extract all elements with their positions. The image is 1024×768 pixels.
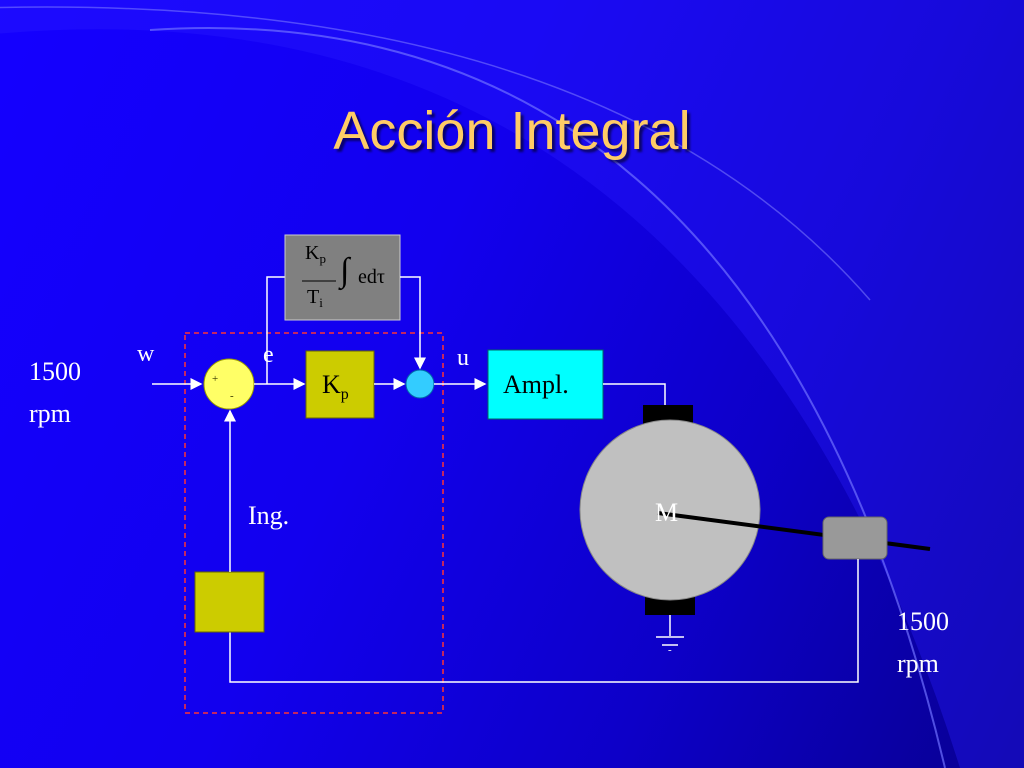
input-unit: rpm bbox=[29, 399, 71, 428]
summing-plus-sign: + bbox=[212, 373, 219, 385]
integral-integrand: edτ bbox=[358, 266, 385, 288]
integral-branch-line bbox=[266, 276, 285, 384]
proportional-gain-label: Kp bbox=[322, 370, 349, 404]
amplifier-block bbox=[487, 349, 604, 420]
motor bbox=[579, 419, 761, 601]
output-unit: rpm bbox=[897, 649, 939, 678]
amplifier-output-line bbox=[603, 383, 666, 405]
integral-denominator-symbol: T bbox=[307, 286, 320, 308]
integral-sign: ∫ bbox=[340, 252, 350, 289]
proportional-block bbox=[305, 350, 375, 419]
engineer-label: Ing. bbox=[248, 501, 290, 530]
motor-label: M bbox=[655, 498, 679, 527]
signal-e-label: e bbox=[263, 342, 274, 368]
integral-numerator: Kp bbox=[305, 242, 326, 267]
controller-boundary bbox=[184, 332, 444, 714]
speed-sensor bbox=[822, 516, 888, 560]
integral-numerator-subscript: p bbox=[319, 251, 326, 266]
integral-denominator: Ti bbox=[307, 286, 323, 311]
output-value: 1500 bbox=[897, 607, 949, 636]
proportional-gain-subscript: p bbox=[340, 386, 349, 403]
integral-block bbox=[284, 234, 401, 321]
amplifier-label: Ampl. bbox=[503, 370, 569, 399]
input-value: 1500 bbox=[29, 357, 81, 386]
summing-minus-sign: - bbox=[230, 390, 234, 402]
feedback-line bbox=[229, 559, 859, 683]
feedback-block bbox=[194, 571, 265, 633]
signal-u-label: u bbox=[457, 345, 469, 371]
signal-w-label: w bbox=[137, 341, 155, 367]
proportional-gain-symbol: K bbox=[322, 370, 341, 399]
slide-title: Acción Integral bbox=[333, 101, 691, 161]
integral-output-line bbox=[400, 276, 426, 370]
integral-junction bbox=[405, 369, 435, 399]
integral-denominator-subscript: i bbox=[319, 295, 323, 310]
ground-minus-sign: - bbox=[668, 644, 672, 656]
integral-numerator-symbol: K bbox=[305, 242, 320, 264]
